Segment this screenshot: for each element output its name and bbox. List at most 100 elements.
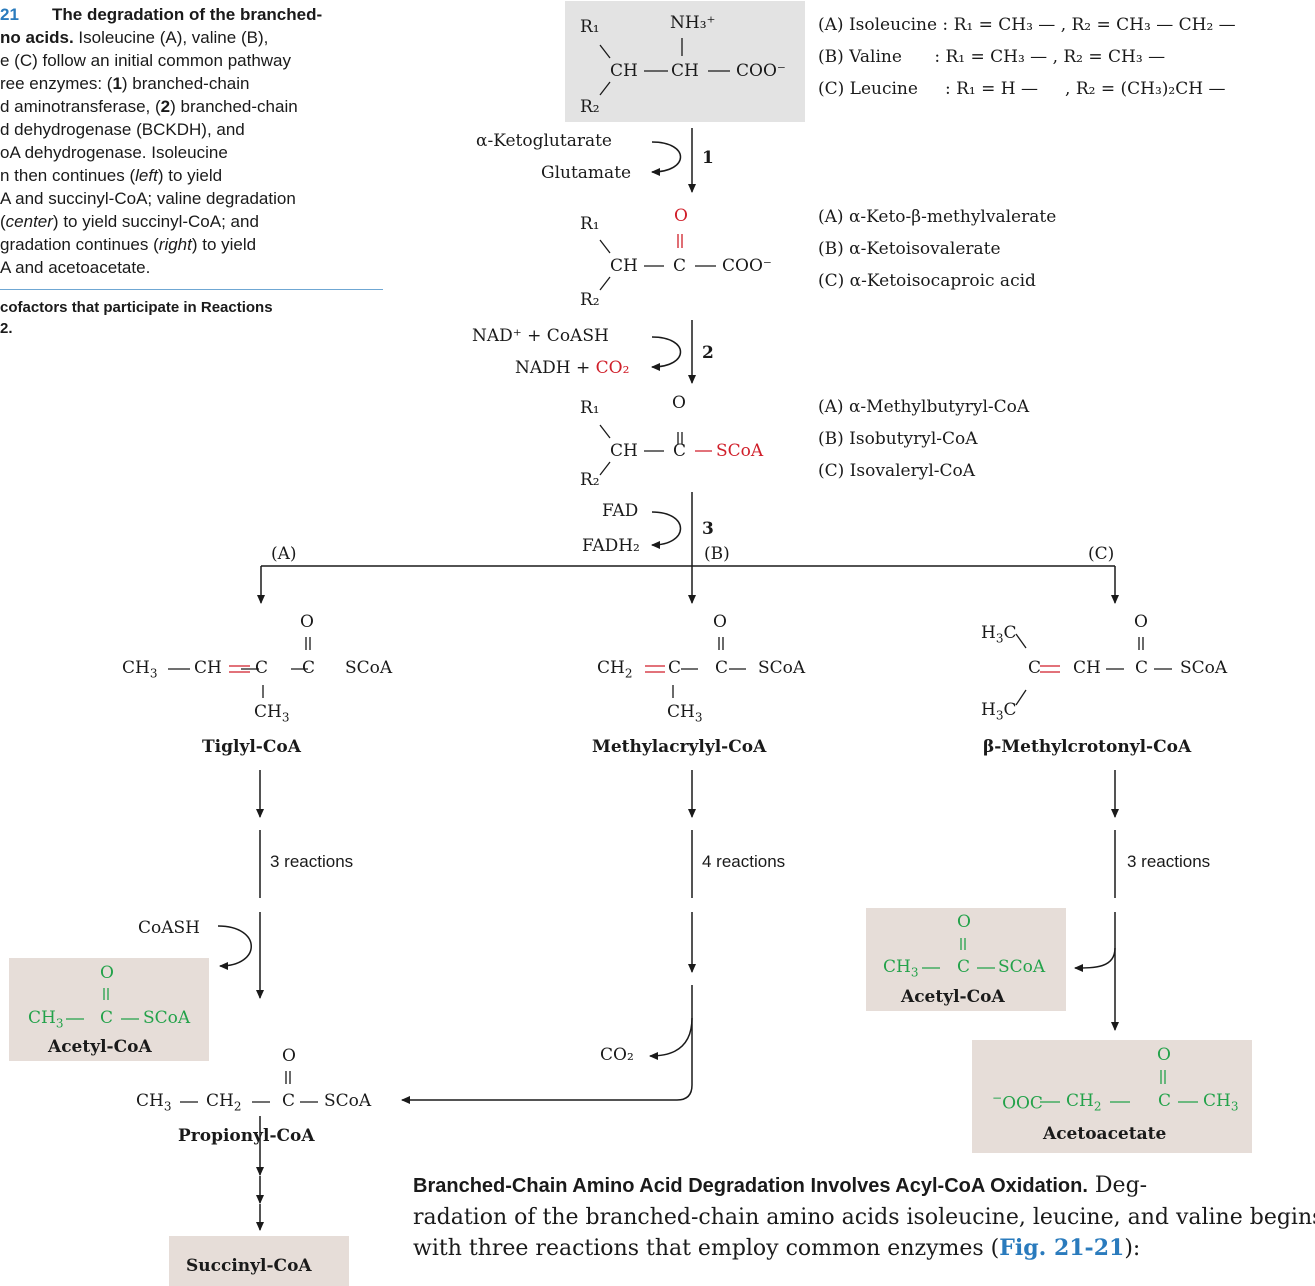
acetyl-coa-right-box	[866, 908, 1066, 1011]
caption-line: A and acetoacetate.	[0, 258, 151, 277]
body-line: Deg-	[1094, 1173, 1148, 1198]
c-label: C	[715, 658, 729, 678]
acetyl-formula: CH3	[28, 1008, 64, 1031]
oxygen-label: O	[957, 912, 971, 932]
c-label: C	[282, 1091, 296, 1111]
r2-label: R₂	[580, 290, 600, 310]
reaction-count-b: 4 reactions	[702, 852, 786, 871]
ch-label: CH	[610, 61, 638, 81]
legend-keto-c: (C) α-Ketoisocaproic acid	[818, 271, 1036, 291]
caption-line: Isoleucine (A), valine (B),	[78, 28, 269, 47]
step1-output: Glutamate	[541, 163, 632, 183]
c-label: C	[668, 658, 682, 678]
h3c-label: H3C	[981, 623, 1017, 646]
acetyl-coa-right-label: Acetyl-CoA	[901, 987, 1005, 1007]
step3-number: 3	[702, 519, 714, 539]
c-label: C	[302, 658, 316, 678]
caption-title-line2: no acids.	[0, 28, 74, 47]
methylcrotonyl-coa-label: β-Methylcrotonyl-CoA	[983, 737, 1192, 757]
oxygen-label: O	[100, 963, 114, 983]
scoa-label: SCoA	[1180, 658, 1228, 678]
figure-reference-link[interactable]: Fig. 21-21	[999, 1235, 1125, 1261]
step3-output: FADH₂	[582, 536, 640, 556]
legend-acyl-c: (C) Isovaleryl-CoA	[818, 461, 976, 481]
caption-note-line: cofactors that participate in Reactions	[0, 299, 273, 316]
legend-acyl-a: (A) α-Methylbutyryl-CoA	[818, 397, 1030, 417]
caption-line: d aminotransferase, (2) branched-chain	[0, 97, 298, 116]
step2-input: NAD⁺ + CoASH	[472, 326, 609, 346]
legend-isoleucine: (A) Isoleucine : R₁ = CH₃ — , R₂ = CH₃ —…	[818, 15, 1236, 35]
nh3-label: NH₃⁺	[670, 13, 716, 33]
caption-divider	[0, 289, 383, 290]
propionyl-formula: CH3	[136, 1091, 172, 1114]
c-label: C	[100, 1008, 114, 1028]
step2-number: 2	[702, 343, 714, 363]
ch-label: CH	[671, 61, 699, 81]
legend-valine: (B) Valine : R₁ = CH₃ — , R₂ = CH₃ —	[818, 47, 1166, 67]
body-line: radation of the branched-chain amino aci…	[413, 1205, 1315, 1230]
scoa-label: SCoA	[716, 441, 764, 461]
branch-b-label: (B)	[704, 544, 730, 564]
methylacrylyl-coa-label: Methylacrylyl-CoA	[592, 737, 767, 757]
r2-label: R₂	[580, 97, 600, 117]
coash-label: CoASH	[138, 918, 200, 938]
caption-line: d dehydrogenase (BCKDH), and	[0, 120, 245, 139]
caption-note-line: 2.	[0, 320, 13, 337]
coo-label: COO⁻	[736, 61, 786, 81]
step1-input: α-Ketoglutarate	[476, 131, 612, 151]
c-label: C	[255, 658, 269, 678]
oxygen-label: O	[1157, 1045, 1171, 1065]
acetyl-formula: CH3	[883, 957, 919, 980]
caption-title-line1: The degradation of the branched-	[52, 5, 323, 24]
body-line: with three reactions that employ common …	[413, 1235, 1141, 1261]
succinyl-coa-label: Succinyl-CoA	[186, 1256, 312, 1276]
branch-c-label: (C)	[1088, 544, 1115, 564]
acetyl-coa-left-box	[9, 958, 209, 1061]
scoa-label: SCoA	[998, 957, 1046, 977]
step2-output: NADH + CO₂	[515, 358, 630, 378]
c-label: C	[673, 256, 687, 276]
methyl-label: CH3	[1203, 1091, 1239, 1114]
ch2-label: CH2	[206, 1091, 242, 1114]
propionyl-coa-label: Propionyl-CoA	[178, 1126, 315, 1146]
body-text: Branched-Chain Amino Acid Degradation In…	[413, 1170, 1315, 1264]
acetoacetate-label: Acetoacetate	[1043, 1124, 1167, 1144]
caption-fig-num: 21	[0, 5, 19, 24]
c-label: C	[1135, 658, 1149, 678]
ch-label: CH	[194, 658, 222, 678]
succinyl-coa-box	[169, 1236, 349, 1286]
oxygen-label: O	[1134, 612, 1148, 632]
acetoacetate-box	[972, 1040, 1252, 1153]
oxygen-label: O	[282, 1046, 296, 1066]
scoa-label: SCoA	[345, 658, 393, 678]
r1-label: R₁	[580, 17, 600, 37]
h3c-label: H3C	[981, 700, 1017, 723]
legend-keto-a: (A) α-Keto-β-methylvalerate	[818, 207, 1057, 227]
step1-number: 1	[702, 148, 714, 168]
ch-label: CH	[1073, 658, 1101, 678]
acetyl-coa-left-label: Acetyl-CoA	[48, 1037, 152, 1057]
step3-input: FAD	[602, 501, 639, 521]
scoa-label: SCoA	[143, 1008, 191, 1028]
c-label: C	[1158, 1091, 1172, 1111]
methyl-label: CH3	[254, 702, 290, 725]
tiglyl-formula: CH3	[122, 658, 158, 681]
branch-a-label: (A)	[271, 544, 297, 564]
ch2-label: CH2	[597, 658, 633, 681]
c-label: C	[957, 957, 971, 977]
caption-line: (center) to yield succinyl-CoA; and	[0, 212, 259, 231]
reaction-count-c: 3 reactions	[1127, 852, 1211, 871]
reaction-count-a: 3 reactions	[270, 852, 354, 871]
section-heading: Branched-Chain Amino Acid Degradation In…	[413, 1175, 1088, 1197]
oxygen-label: O	[300, 612, 314, 632]
oxygen-label: O	[713, 612, 727, 632]
methyl-label: CH3	[667, 702, 703, 725]
tiglyl-coa-label: Tiglyl-CoA	[202, 737, 301, 757]
caption-line: oA dehydrogenase. Isoleucine	[0, 143, 228, 162]
caption-line: A and succinyl-CoA; valine degradation	[0, 189, 296, 208]
acetoacetate-formula: −OOC	[992, 1091, 1043, 1114]
r2-label: R₂	[580, 470, 600, 490]
legend-keto-b: (B) α-Ketoisovalerate	[818, 239, 1001, 259]
ch2-label: CH2	[1066, 1091, 1102, 1114]
amino-acid-box	[565, 1, 805, 122]
